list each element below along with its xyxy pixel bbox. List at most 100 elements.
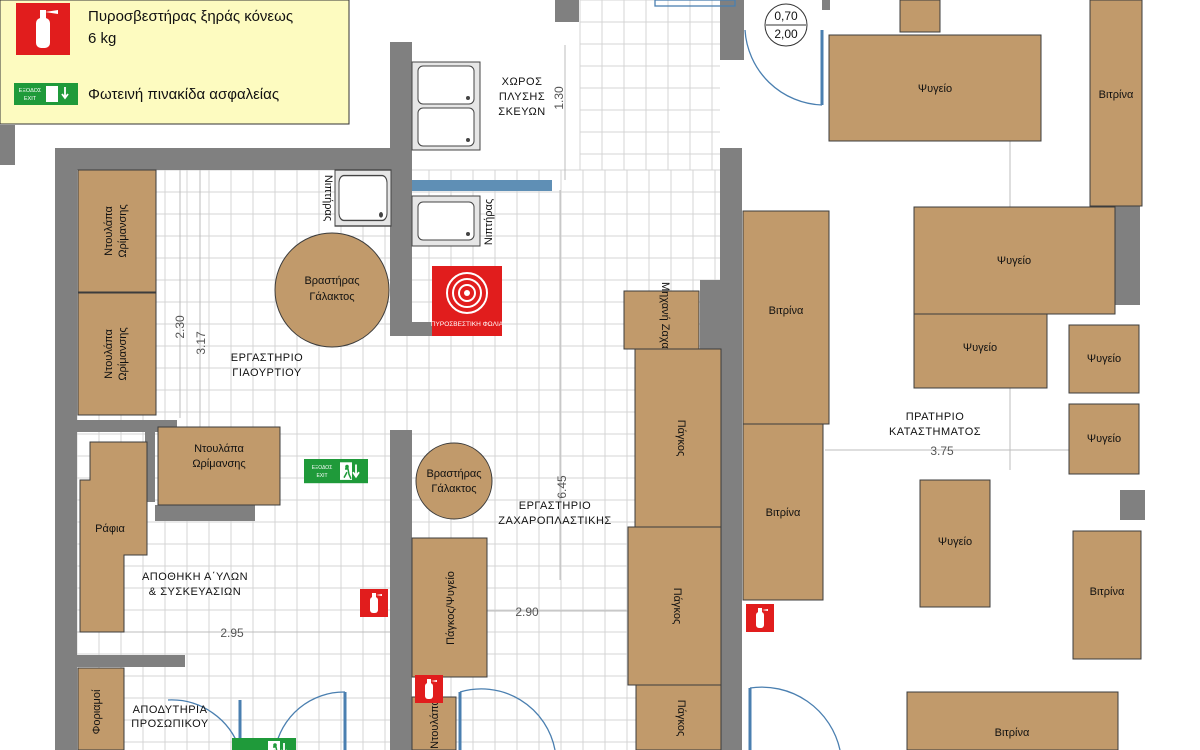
svg-text:Ψυγείο: Ψυγείο xyxy=(938,536,972,548)
freezer-fridge: Πάγκος/Ψυγείο xyxy=(411,537,488,678)
legend-exit-label: Φωτεινή πινακίδα ασφαλείας xyxy=(88,86,279,103)
door-tag: 0,70 2,00 xyxy=(764,3,808,47)
bench-2: Πάγκος xyxy=(627,526,722,686)
svg-text:Ράφια: Ράφια xyxy=(95,523,125,535)
dimension-2-30: 2.30 xyxy=(173,315,187,339)
room-label-pastry: ΕΡΓΑΣΤΗΡΙΟ ΖΑΧΑΡΟΠΛΑΣΤΙΚΗΣ xyxy=(498,500,611,527)
fridge-6: Ψυγείο xyxy=(919,479,991,608)
svg-text:Πάγκος/Ψυγείο: Πάγκος/Ψυγείο xyxy=(445,571,457,645)
cabinet-maturation-1: Ντουλάπα Ωρίμανσης xyxy=(77,169,157,293)
svg-text:Γάλακτος: Γάλακτος xyxy=(431,483,476,495)
svg-text:Ντουλάπα: Ντουλάπα xyxy=(194,443,244,455)
wardrobe: Φοριαμοί xyxy=(77,667,125,750)
vitrina-5: Βιτρίνα xyxy=(906,691,1119,750)
svg-text:Φοριαμοί: Φοριαμοί xyxy=(91,689,103,734)
svg-text:EXIT: EXIT xyxy=(24,96,37,102)
bench-3: Πάγκος xyxy=(635,684,722,750)
fridge-5: Ψυγείο xyxy=(1068,403,1140,475)
fire-extinguisher-icon xyxy=(16,3,70,55)
room-label-storage: ΑΠΟΘΗΚΗ Α΄ΥΛΩΝ & ΣΥΣΚΕΥΑΣΙΩΝ xyxy=(142,571,248,598)
dimension-3-17: 3.17 xyxy=(194,331,208,355)
cabinet-maturation-2: Ντουλάπα Ωρίμανσης xyxy=(77,292,157,416)
dimension-2-90: 2.90 xyxy=(515,605,539,619)
svg-text:Βραστήρας: Βραστήρας xyxy=(426,468,481,480)
svg-text:ΑΠΟΘΗΚΗ Α΄ΥΛΩΝ: ΑΠΟΘΗΚΗ Α΄ΥΛΩΝ xyxy=(142,571,248,583)
walls xyxy=(0,0,1145,750)
svg-text:ΕΞΟΔΟΣ: ΕΞΟΔΟΣ xyxy=(312,465,333,471)
svg-text:ΖΑΧΑΡΟΠΛΑΣΤΙΚΗΣ: ΖΑΧΑΡΟΠΛΑΣΤΙΚΗΣ xyxy=(498,515,611,527)
fire-extinguisher-icon xyxy=(360,589,388,617)
svg-text:Ντουλάπα: Ντουλάπα xyxy=(103,205,115,255)
fire-extinguisher-icon xyxy=(746,604,774,632)
fire-extinguisher-icon xyxy=(415,675,443,703)
svg-text:Ωρίμανσης: Ωρίμανσης xyxy=(192,458,245,470)
vitrina-4: Βιτρίνα xyxy=(1072,530,1142,660)
sink-icon xyxy=(411,195,481,247)
svg-text:ΠΛΥΣΗΣ: ΠΛΥΣΗΣ xyxy=(499,91,545,103)
svg-text:Ψυγείο: Ψυγείο xyxy=(963,342,997,354)
mixer: Μηχανή Ζαχαρ. xyxy=(623,282,700,358)
svg-text:Ψυγείο: Ψυγείο xyxy=(1087,433,1121,445)
bench-1: Πάγκος xyxy=(634,348,722,528)
svg-text:0,70: 0,70 xyxy=(774,9,798,23)
cabinet-maturation-3: Ντουλάπα Ωρίμανσης xyxy=(157,426,281,506)
svg-text:Βιτρίνα: Βιτρίνα xyxy=(766,507,801,519)
sink-icon xyxy=(334,169,392,227)
fridge-3: Ψυγείο xyxy=(913,313,1048,389)
legend: Πυροσβεστήρας ξηράς κόνεως 6 kg ΕΞΟΔΟΣ E… xyxy=(0,0,350,125)
svg-text:Ωρίμανσης: Ωρίμανσης xyxy=(117,327,129,380)
svg-text:Βραστήρας: Βραστήρας xyxy=(304,275,359,287)
cabinet-partial: Ντουλάπα xyxy=(411,696,457,750)
boiler-1: Βραστήρας Γάλακτος xyxy=(274,232,390,348)
dimension-3-75: 3.75 xyxy=(930,444,954,458)
svg-text:ΠΥΡΟΣΒΕΣΤΙΚΗ ΦΩΛΙΑ: ΠΥΡΟΣΒΕΣΤΙΚΗ ΦΩΛΙΑ xyxy=(431,321,504,328)
room-label-yogurt: ΕΡΓΑΣΤΗΡΙΟ ΓΙΑΟΥΡΤΙΟΥ xyxy=(231,352,303,379)
svg-text:Πάγκος: Πάγκος xyxy=(671,588,683,625)
svg-text:ΠΡΑΤΗΡΙΟ: ΠΡΑΤΗΡΙΟ xyxy=(906,411,965,423)
svg-text:Μηχανή Ζαχαρ.: Μηχανή Ζαχαρ. xyxy=(659,282,671,358)
room-label-washing: ΧΩΡΟΣ ΠΛΥΣΗΣ ΣΚΕΥΩΝ xyxy=(498,76,545,118)
legend-extinguisher-line1: Πυροσβεστήρας ξηράς κόνεως xyxy=(88,8,293,25)
shelf: Ράφια xyxy=(79,441,148,633)
svg-text:ΕΡΓΑΣΤΗΡΙΟ: ΕΡΓΑΣΤΗΡΙΟ xyxy=(519,500,591,512)
fridge-4: Ψυγείο xyxy=(1068,324,1140,394)
vitrina-1: Βιτρίνα xyxy=(1089,0,1143,207)
svg-text:Ψυγείο: Ψυγείο xyxy=(1087,353,1121,365)
fridge-2: Ψυγείο xyxy=(913,206,1116,315)
svg-text:Βιτρίνα: Βιτρίνα xyxy=(769,305,804,317)
svg-text:ΠΡΟΣΩΠΙΚΟΥ: ΠΡΟΣΩΠΙΚΟΥ xyxy=(131,718,209,730)
svg-text:Πάγκος: Πάγκος xyxy=(675,420,687,457)
svg-text:ΕΞΟΔΟΣ: ΕΞΟΔΟΣ xyxy=(19,88,42,94)
vitrina-2: Βιτρίνα xyxy=(742,210,830,425)
vitrina-3: Βιτρίνα xyxy=(742,423,824,601)
svg-text:2,00: 2,00 xyxy=(774,27,798,41)
svg-text:ΚΑΤΑΣΤΗΜΑΤΟΣ: ΚΑΤΑΣΤΗΜΑΤΟΣ xyxy=(889,426,981,438)
exit-sign-icon: ΕΞΟΔΟΣ EXIT xyxy=(14,83,78,105)
sink-label-2: Νιπτήρας xyxy=(483,199,495,245)
svg-text:Ψυγείο: Ψυγείο xyxy=(918,83,952,95)
sink-label-1: Νιπτήρας xyxy=(322,175,334,221)
dimension-2-95: 2.95 xyxy=(220,626,244,640)
svg-text:Ντουλάπα: Ντουλάπα xyxy=(103,328,115,378)
exit-sign-icon: ΕΞΟΔΟΣ EXIT xyxy=(303,458,369,485)
fire-hose-icon: ΠΥΡΟΣΒΕΣΤΙΚΗ ΦΩΛΙΑ xyxy=(431,266,504,336)
dimension-6-45: 6.45 xyxy=(555,475,569,499)
svg-text:Ψυγείο: Ψυγείο xyxy=(997,255,1031,267)
svg-text:ΣΚΕΥΩΝ: ΣΚΕΥΩΝ xyxy=(498,106,545,118)
fridge-1: Ψυγείο xyxy=(828,34,1042,142)
svg-text:& ΣΥΣΚΕΥΑΣΙΩΝ: & ΣΥΣΚΕΥΑΣΙΩΝ xyxy=(149,586,241,598)
svg-text:ΧΩΡΟΣ: ΧΩΡΟΣ xyxy=(502,76,543,88)
svg-text:ΓΙΑΟΥΡΤΙΟΥ: ΓΙΑΟΥΡΤΙΟΥ xyxy=(232,367,302,379)
room-label-shop: ΠΡΑΤΗΡΙΟ ΚΑΤΑΣΤΗΜΑΤΟΣ xyxy=(889,411,981,438)
svg-text:EXIT: EXIT xyxy=(316,473,327,479)
svg-text:Γάλακτος: Γάλακτος xyxy=(309,291,354,303)
svg-text:ΑΠΟΔΥΤΗΡΙΑ: ΑΠΟΔΥΤΗΡΙΑ xyxy=(133,704,208,716)
svg-text:Βιτρίνα: Βιτρίνα xyxy=(995,727,1030,739)
boiler-2: Βραστήρας Γάλακτος xyxy=(415,442,493,520)
sink-icon xyxy=(411,61,481,151)
legend-extinguisher-line2: 6 kg xyxy=(88,30,116,47)
exit-sign-icon xyxy=(231,737,297,750)
room-label-changing: ΑΠΟΔΥΤΗΡΙΑ ΠΡΟΣΩΠΙΚΟΥ xyxy=(131,704,209,730)
cabinet-top xyxy=(899,0,941,33)
